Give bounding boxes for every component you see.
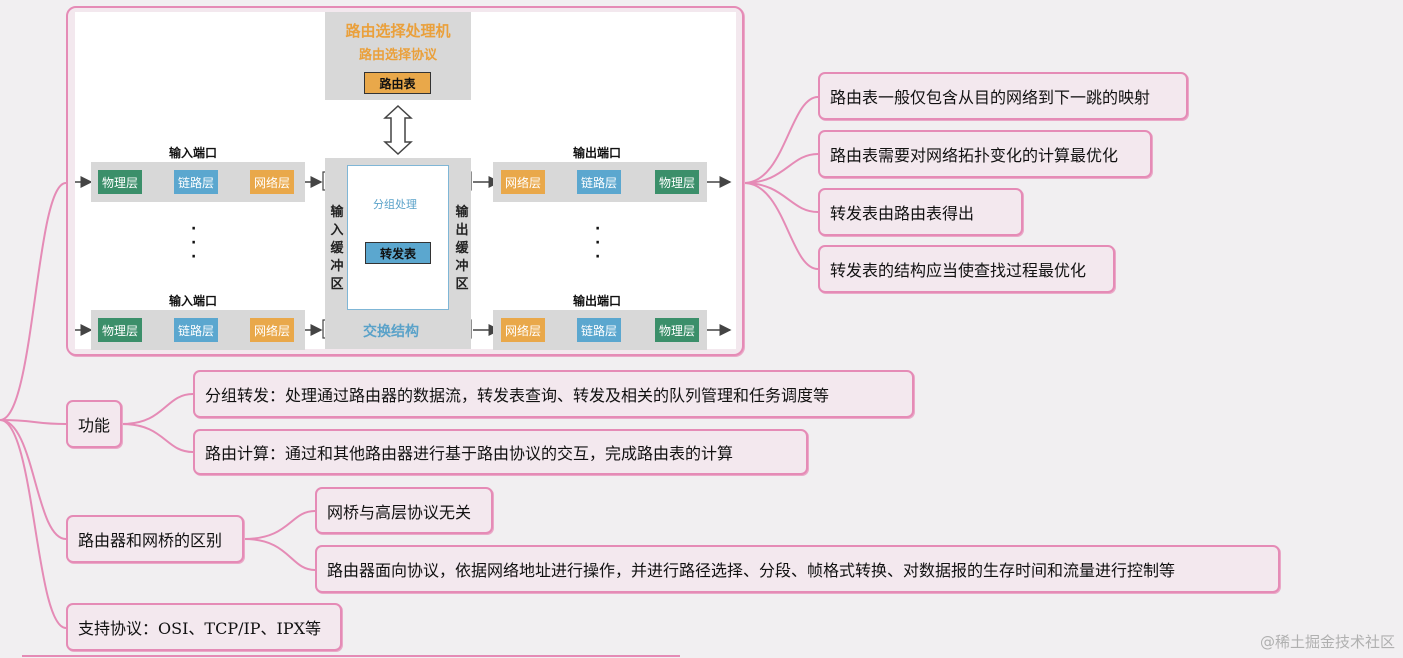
note-routing-table-mapping[interactable]: 路由表一般仅包含从目的网络到下一跳的映射 <box>818 72 1188 120</box>
watermark: @稀土掘金技术社区 <box>1259 633 1395 651</box>
bridge-protocol-independent[interactable]: 网桥与高层协议无关 <box>315 487 493 534</box>
connector-diagram-note-4 <box>743 182 819 270</box>
output-network-layer-bottom: 网络层 <box>501 318 545 342</box>
connector-root-diagram <box>0 182 67 421</box>
function-node[interactable]: 功能 <box>66 400 122 448</box>
input-port-label-bottom: 输入端口 <box>169 294 218 308</box>
switch-fabric-label: 交换结构 <box>363 324 419 340</box>
note-forwarding-table-structure[interactable]: 转发表的结构应当使查找过程最优化 <box>818 245 1115 293</box>
input-buffer-label: 输入缓冲区 <box>330 205 344 292</box>
input-link-layer-bottom: 链路层 <box>174 318 218 342</box>
output-physical-layer-top: 物理层 <box>655 170 699 194</box>
connector-root-function <box>0 419 67 425</box>
route-protocol-label: 路由选择协议 <box>358 48 437 63</box>
output-buffer-label: 输出缓冲区 <box>455 205 469 292</box>
packet-processing-label: 分组处理 <box>373 198 417 211</box>
input-port-label-top: 输入端口 <box>169 146 218 160</box>
router-diagram: 路由选择处理机 路由选择协议 路由表 输入端口 物理层 链路层 网络层 · · … <box>75 12 736 350</box>
connector-root-protocols <box>0 419 67 629</box>
connector-diagram-note-3 <box>743 182 819 213</box>
input-physical-layer-top: 物理层 <box>98 170 142 194</box>
note-routing-table-optimization[interactable]: 路由表需要对网络拓扑变化的计算最优化 <box>818 130 1152 178</box>
double-arrow-icon <box>383 104 413 156</box>
output-link-layer-top: 链路层 <box>577 170 621 194</box>
route-processor: 路由选择处理机 路由选择协议 <box>325 12 471 100</box>
output-ellipsis: · · · <box>595 221 601 265</box>
connector-difference-1 <box>243 510 316 540</box>
connector-diagram-note-2 <box>743 153 819 184</box>
route-processor-title: 路由选择处理机 <box>345 22 451 40</box>
input-network-layer-top: 网络层 <box>250 170 294 194</box>
connector-function-2 <box>121 423 194 453</box>
connector-difference-2 <box>243 538 316 571</box>
router-protocol-oriented[interactable]: 路由器面向协议，依据网络地址进行操作，并进行路径选择、分段、帧格式转换、对数据报… <box>315 545 1280 593</box>
output-port-label-top: 输出端口 <box>573 146 622 160</box>
input-network-layer-bottom: 网络层 <box>250 318 294 342</box>
input-link-layer-top: 链路层 <box>174 170 218 194</box>
output-port-label-bottom: 输出端口 <box>573 294 622 308</box>
supported-protocols-node[interactable]: 支持协议：OSI、TCP/IP、IPX等 <box>66 603 342 651</box>
note-forwarding-from-routing[interactable]: 转发表由路由表得出 <box>818 188 1023 236</box>
function-route-computation[interactable]: 路由计算：通过和其他路由器进行基于路由协议的交互，完成路由表的计算 <box>193 429 808 475</box>
function-packet-forwarding[interactable]: 分组转发：处理通过路由器的数据流，转发表查询、转发及相关的队列管理和任务调度等 <box>193 370 914 418</box>
connector-function-1 <box>121 393 194 425</box>
forwarding-table-box: 转发表 <box>365 242 431 264</box>
connector-root-difference <box>0 419 67 540</box>
switch-fabric-box <box>347 165 449 310</box>
output-link-layer-bottom: 链路层 <box>577 318 621 342</box>
connector-diagram-note-1 <box>743 96 819 184</box>
routing-table-box: 路由表 <box>364 72 431 94</box>
output-physical-layer-bottom: 物理层 <box>655 318 699 342</box>
input-ellipsis: · · · <box>191 221 197 265</box>
output-network-layer-top: 网络层 <box>501 170 545 194</box>
input-physical-layer-bottom: 物理层 <box>98 318 142 342</box>
router-vs-bridge-node[interactable]: 路由器和网桥的区别 <box>66 515 244 563</box>
